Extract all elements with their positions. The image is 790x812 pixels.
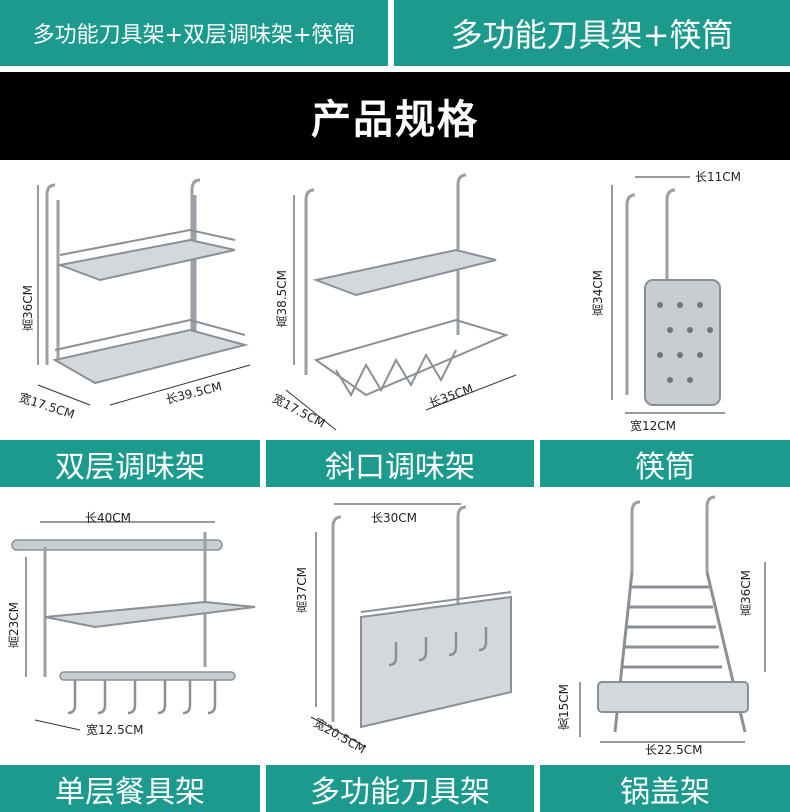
product-card-slanted-spice-rack: 高38.5CM 宽17.5CM 长35CM (266, 165, 534, 440)
product-card-chopstick-holder: 长11CM 高34CM 宽12CM (540, 165, 790, 440)
dim-height: 高23CM (7, 602, 21, 649)
dim-width: 宽12CM (630, 419, 677, 433)
dim-length: 长40CM (85, 511, 132, 525)
product-label-slanted-spice-rack: 斜口调味架 (266, 440, 534, 487)
product-label-pot-lid-rack: 锅盖架 (540, 765, 790, 812)
product-card-single-utensil-rack: 长40CM 高23CM 宽12.5CM (0, 492, 260, 760)
dim-height: 高37CM (295, 567, 309, 614)
header-tab-right[interactable]: 多功能刀具架+筷筒 (394, 0, 790, 66)
multi-knife-rack-image (310, 503, 512, 748)
product-card-multi-knife-rack: 长30CM 高37CM 宽20.5CM (266, 492, 534, 760)
pot-lid-rack-image (579, 495, 766, 743)
dim-length: 长30CM (371, 511, 418, 525)
product-label-double-spice-rack: 双层调味架 (0, 440, 260, 487)
product-label-multi-knife-rack: 多功能刀具架 (266, 765, 534, 812)
product-label-single-utensil-rack: 单层餐具架 (0, 765, 260, 812)
dim-height: 高36CM (21, 285, 35, 332)
page-title: 产品规格 (0, 72, 790, 160)
product-card-pot-lid-rack: 高36CM 宽15CM 长22.5CM (540, 492, 790, 760)
dim-height: 高38.5CM (275, 270, 289, 328)
single-utensil-rack-image (11, 521, 256, 731)
header-tab-left[interactable]: 多功能刀具架+双层调味架+筷筒 (0, 0, 388, 66)
dim-height-secondary: 宽15CM (557, 684, 571, 731)
product-card-double-spice-rack: 高36CM 宽17.5CM 长39.5CM (0, 165, 260, 440)
product-label-chopstick-holder: 筷筒 (540, 440, 790, 487)
dim-length: 长11CM (695, 170, 742, 184)
dim-height: 高34CM (591, 270, 605, 317)
dim-length: 长22.5CM (645, 743, 703, 757)
slanted-spice-rack-image (285, 173, 517, 431)
double-spice-rack-image (37, 178, 251, 406)
dim-width: 宽12.5CM (86, 723, 144, 737)
dim-height: 高36CM (739, 570, 753, 617)
chopstick-holder-image (611, 176, 725, 414)
